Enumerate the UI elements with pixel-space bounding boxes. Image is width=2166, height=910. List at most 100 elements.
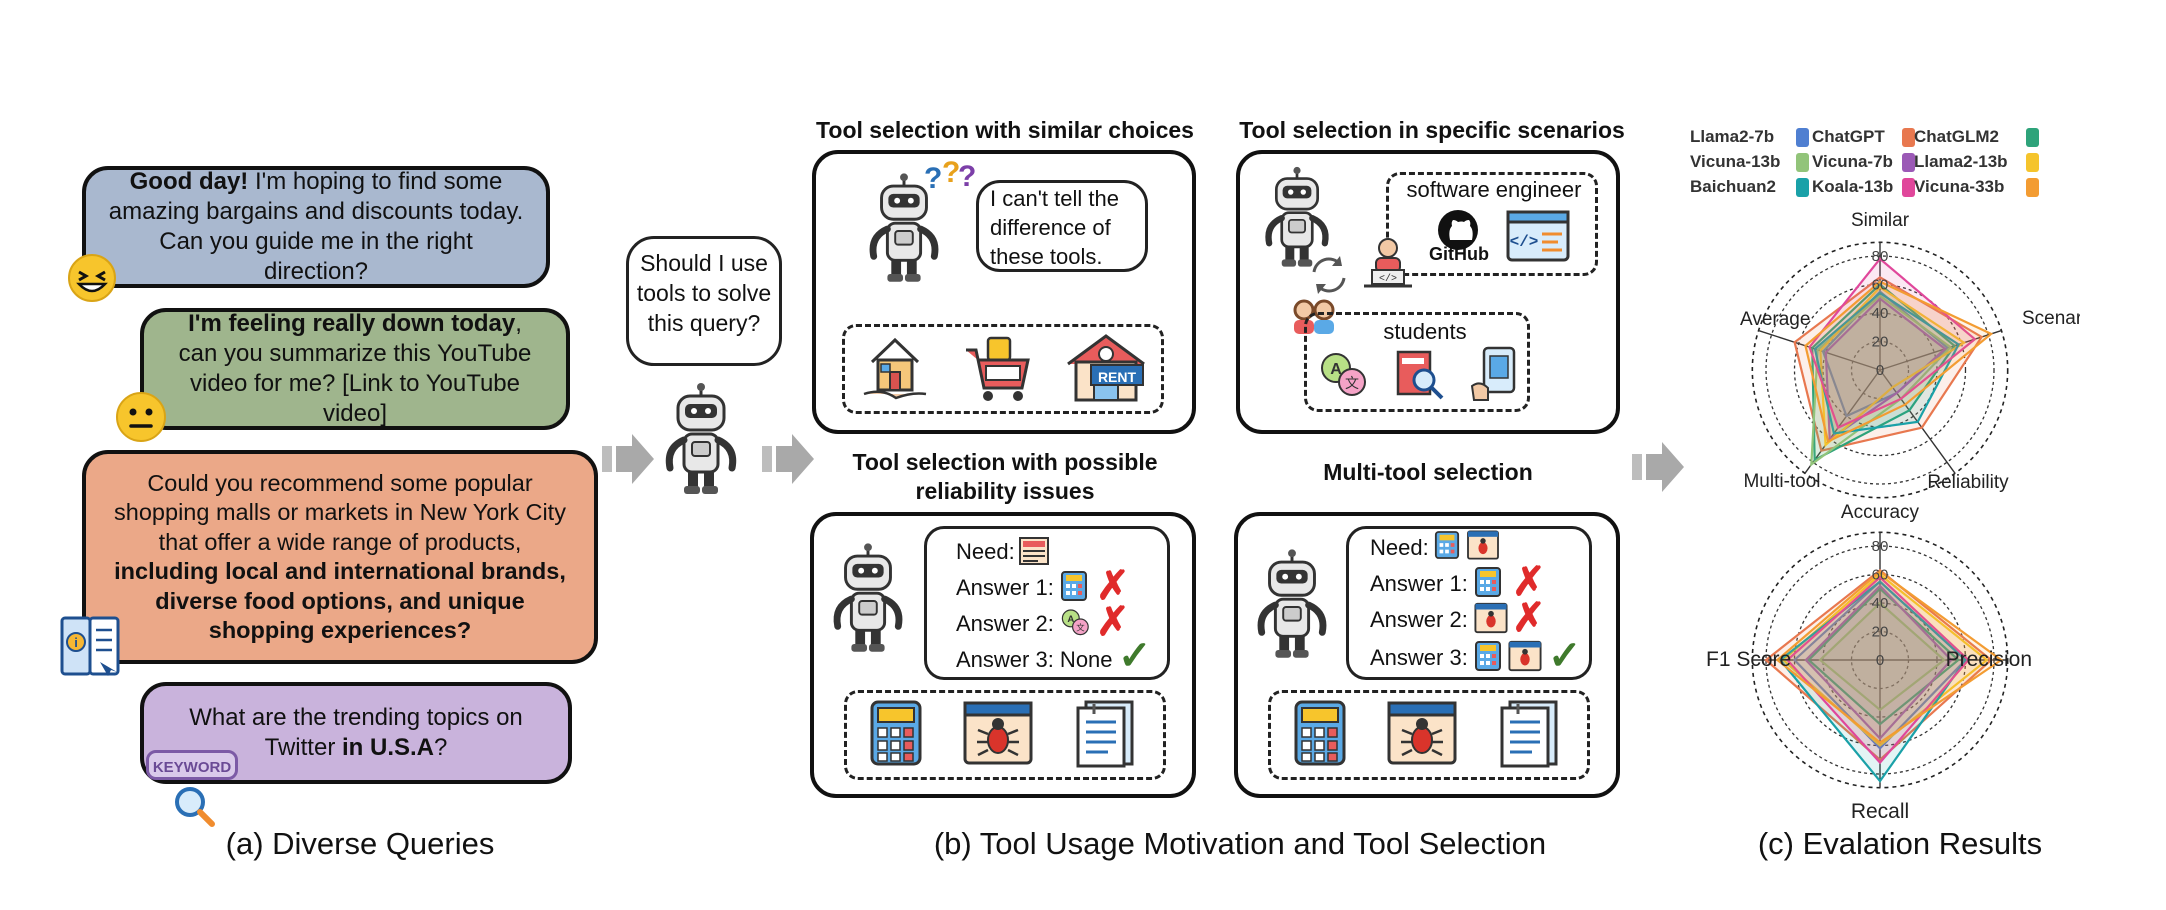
tablet-hand-icon <box>1470 346 1520 402</box>
cross-mark-icon: ✗ <box>1512 596 1546 640</box>
caption-c: (c) Evalation Results <box>1757 826 2043 861</box>
axis-spoke <box>1804 369 1881 474</box>
legend-swatch-9 <box>2026 178 2039 197</box>
check-mark-icon: ✓ <box>1118 634 1152 678</box>
query-2-text: , can you summarize this YouTube video f… <box>178 310 532 427</box>
svg-text:i: i <box>74 635 78 650</box>
query-4-end: ? <box>434 734 448 761</box>
series-Vicuna-13b <box>1818 601 1946 712</box>
series-Vicuna-7b <box>1804 584 1953 740</box>
tick-label: 40 <box>1872 595 1889 612</box>
multi-answer-2: Answer 2: <box>1370 607 1468 632</box>
series-Llama2-13b <box>1819 285 1967 448</box>
query-bubble-4: What are the trending topics on Twitter … <box>140 682 572 784</box>
legend-swatch-2 <box>1902 128 1915 147</box>
laughing-emoji-icon <box>66 252 118 304</box>
series-Koala-13b <box>1785 575 1970 765</box>
multi-need: Need: <box>1370 535 1429 560</box>
newspaper-icon <box>1018 536 1050 566</box>
bug-window-icon <box>1466 530 1500 560</box>
calculator-icon <box>868 698 924 768</box>
tick-label: 20 <box>1872 624 1889 641</box>
axis-label: Multi-tool <box>1743 471 1820 492</box>
cross-mark-icon: ✗ <box>1096 600 1130 644</box>
legend-label-7: Baichuan2 <box>1690 177 1776 196</box>
tick-label: 0 <box>1876 362 1884 379</box>
legend-label-9: Vicuna-33b <box>1914 177 2005 196</box>
axis-label: Similar <box>1851 210 1910 231</box>
tick-label: 80 <box>1872 538 1889 555</box>
arrow-right-icon <box>762 432 814 491</box>
legend-swatch-5 <box>1902 153 1915 172</box>
scenario-panel <box>1236 150 1620 434</box>
bug-window-icon <box>1508 640 1542 672</box>
tick-label: 0 <box>1876 652 1884 669</box>
tick-label: 80 <box>1872 248 1889 265</box>
engineer-person-icon: </> <box>1360 234 1416 292</box>
query-4-text: What are the trending topics on Twitter <box>189 704 523 761</box>
series-Vicuna-13b <box>1810 294 1953 467</box>
keyword-badge: KEYWORD <box>146 750 238 780</box>
similar-title: Tool selection with similar choices <box>816 117 1194 143</box>
reliability-answer-2: Answer 2: <box>956 611 1054 636</box>
reliability-answer-3: Answer 3: None <box>956 647 1113 672</box>
reliability-speech-bubble <box>924 526 1170 680</box>
role-software-engineer: software engineer <box>1406 177 1582 202</box>
legend-label-6: Llama2-13b <box>1914 152 2008 171</box>
arrow-right-icon <box>602 432 654 491</box>
question-text: Should I use tools to solve this query? <box>636 250 772 336</box>
role-students: students <box>1383 319 1467 344</box>
series-Vicuna-33b <box>1775 570 2004 745</box>
robot-icon <box>1258 166 1336 272</box>
svg-text:A: A <box>1067 614 1074 625</box>
legend-swatch-6 <box>2026 153 2039 172</box>
svg-text:</>: </> <box>1510 233 1539 251</box>
bug-window-icon <box>1386 700 1458 766</box>
multi-answer-1: Answer 1: <box>1370 571 1468 596</box>
axis-label: F1 Score <box>1706 648 1791 671</box>
axis-label: Reliability <box>1927 472 2009 493</box>
robot-icon <box>862 172 946 288</box>
svg-text:A: A <box>1330 361 1342 378</box>
query-bubble-1: Good day! I'm hoping to find some amazin… <box>82 166 550 288</box>
robot-icon <box>1250 548 1334 664</box>
legend-label-5: Vicuna-7b <box>1812 152 1893 171</box>
tools-dashed-box <box>842 324 1164 414</box>
info-book-icon: i <box>56 612 126 682</box>
robot-icon <box>826 542 910 658</box>
shopping-cart-icon <box>962 330 1034 406</box>
legend-label-4: Vicuna-13b <box>1690 152 1781 171</box>
svg-text:?: ? <box>924 162 942 194</box>
calculator-icon <box>1474 640 1502 672</box>
legend-swatch-7 <box>1796 178 1809 197</box>
question-marks-icon: ??? <box>922 154 978 195</box>
document-icon <box>1498 698 1562 770</box>
tick-label: 60 <box>1872 277 1889 294</box>
multi-answer-3: Answer 3: <box>1370 645 1468 670</box>
reliability-title: Tool selection with possible reliability… <box>800 448 1210 506</box>
caption-b: (b) Tool Usage Motivation and Tool Selec… <box>933 826 1547 861</box>
legend-label-8: Koala-13b <box>1812 177 1894 196</box>
reliability-panel <box>810 512 1196 798</box>
series-Vicuna-33b <box>1804 280 1994 444</box>
question-speech-bubble <box>626 236 782 366</box>
axis-label: Average <box>1740 309 1810 330</box>
scenario-title: Tool selection in specific scenarios <box>1239 117 1625 143</box>
robot-icon <box>658 382 744 500</box>
cross-mark-icon: ✗ <box>1512 560 1546 604</box>
tick-label: 20 <box>1872 334 1889 351</box>
legend-swatch-8 <box>1902 178 1915 197</box>
query-bubble-3: Could you recommend some popular shoppin… <box>82 450 598 664</box>
bug-window-icon <box>962 700 1034 766</box>
tick-label: 40 <box>1872 305 1889 322</box>
query-bubble-2: I'm feeling really down today, can you s… <box>140 308 570 430</box>
magnifier-icon <box>170 782 218 830</box>
axis-label: Scenario <box>2022 308 2080 329</box>
engineer-dashed-box <box>1386 172 1598 276</box>
similar-speech-bubble <box>976 180 1148 272</box>
reliability-tools-box <box>844 690 1166 780</box>
reliability-title-line2: reliability issues <box>915 478 1095 504</box>
svg-text:?: ? <box>958 160 976 193</box>
cycle-arrows-icon <box>1306 252 1352 298</box>
series-ChatGLM2 <box>1807 587 1961 726</box>
